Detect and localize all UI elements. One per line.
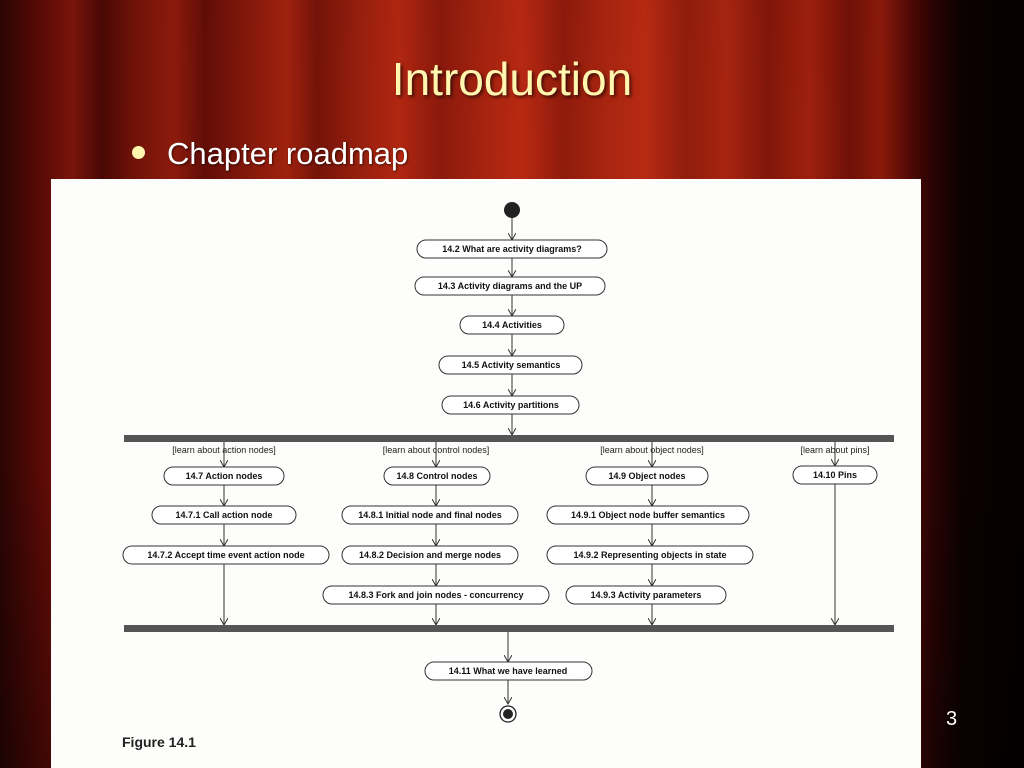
activity-node: 14.4 Activities bbox=[459, 315, 565, 335]
svg-text:14.9 Object nodes: 14.9 Object nodes bbox=[608, 471, 685, 481]
activity-node: 14.7.2 Accept time event action node bbox=[122, 545, 330, 565]
activity-node: 14.9 Object nodes bbox=[585, 466, 709, 486]
svg-text:14.2 What are activity diagram: 14.2 What are activity diagrams? bbox=[442, 244, 582, 254]
activity-node: 14.8.1 Initial node and final nodes bbox=[341, 505, 519, 525]
svg-text:14.7.2 Accept time event actio: 14.7.2 Accept time event action node bbox=[147, 550, 304, 560]
activity-final-node-icon bbox=[499, 705, 517, 723]
svg-text:14.8 Control nodes: 14.8 Control nodes bbox=[396, 471, 477, 481]
activity-node: 14.11 What we have learned bbox=[424, 661, 593, 681]
svg-text:14.7 Action nodes: 14.7 Action nodes bbox=[186, 471, 263, 481]
fork-bar bbox=[124, 435, 894, 442]
roadmap-figure: 14.2 What are activity diagrams? 14.3 Ac… bbox=[51, 179, 921, 768]
activity-node: 14.7 Action nodes bbox=[163, 466, 285, 486]
svg-text:14.9.3 Activity parameters: 14.9.3 Activity parameters bbox=[591, 590, 702, 600]
slide-title: Introduction bbox=[391, 53, 633, 105]
activity-node: 14.8.2 Decision and merge nodes bbox=[341, 545, 519, 565]
svg-text:14.10 Pins: 14.10 Pins bbox=[813, 470, 857, 480]
activity-node: 14.7.1 Call action node bbox=[151, 505, 297, 525]
svg-text:14.8.1 Initial node and final: 14.8.1 Initial node and final nodes bbox=[358, 510, 502, 520]
page-number: 3 bbox=[946, 708, 958, 730]
svg-text:14.9.2 Representing objects in: 14.9.2 Representing objects in state bbox=[573, 550, 726, 560]
svg-text:14.9.1 Object node buffer sema: 14.9.1 Object node buffer semantics bbox=[571, 510, 725, 520]
activity-node: 14.6 Activity partitions bbox=[441, 395, 580, 415]
activity-node: 14.9.1 Object node buffer semantics bbox=[546, 505, 750, 525]
activity-node: 14.2 What are activity diagrams? bbox=[416, 239, 608, 259]
activity-node: 14.9.3 Activity parameters bbox=[565, 585, 727, 605]
activity-node: 14.9.2 Representing objects in state bbox=[546, 545, 754, 565]
svg-text:14.5 Activity semantics: 14.5 Activity semantics bbox=[462, 360, 561, 370]
figure-caption: Figure 14.1 bbox=[122, 734, 196, 750]
bullet-text: Chapter roadmap bbox=[167, 136, 409, 171]
svg-text:14.8.3 Fork and join nodes - c: 14.8.3 Fork and join nodes - concurrency bbox=[348, 590, 523, 600]
svg-text:14.11 What we have learned: 14.11 What we have learned bbox=[449, 666, 568, 676]
activity-node: 14.5 Activity semantics bbox=[438, 355, 583, 375]
svg-text:14.7.1 Call action node: 14.7.1 Call action node bbox=[175, 510, 272, 520]
activity-node: 14.10 Pins bbox=[792, 465, 878, 485]
activity-node: 14.8 Control nodes bbox=[383, 466, 491, 486]
svg-text:14.3 Activity diagrams and the: 14.3 Activity diagrams and the UP bbox=[438, 281, 582, 291]
svg-text:14.6 Activity partitions: 14.6 Activity partitions bbox=[463, 400, 559, 410]
svg-text:14.8.2 Decision and merge node: 14.8.2 Decision and merge nodes bbox=[359, 550, 501, 560]
activity-node: 14.8.3 Fork and join nodes - concurrency bbox=[322, 585, 550, 605]
activity-diagram: 14.2 What are activity diagrams? 14.3 Ac… bbox=[122, 202, 894, 723]
initial-node-icon bbox=[504, 202, 520, 218]
bullet-item: Chapter roadmap bbox=[132, 136, 408, 172]
bullet-dot-icon bbox=[132, 146, 145, 160]
svg-text:14.4 Activities: 14.4 Activities bbox=[482, 320, 542, 330]
activity-node: 14.3 Activity diagrams and the UP bbox=[414, 276, 606, 296]
join-bar bbox=[124, 625, 894, 632]
